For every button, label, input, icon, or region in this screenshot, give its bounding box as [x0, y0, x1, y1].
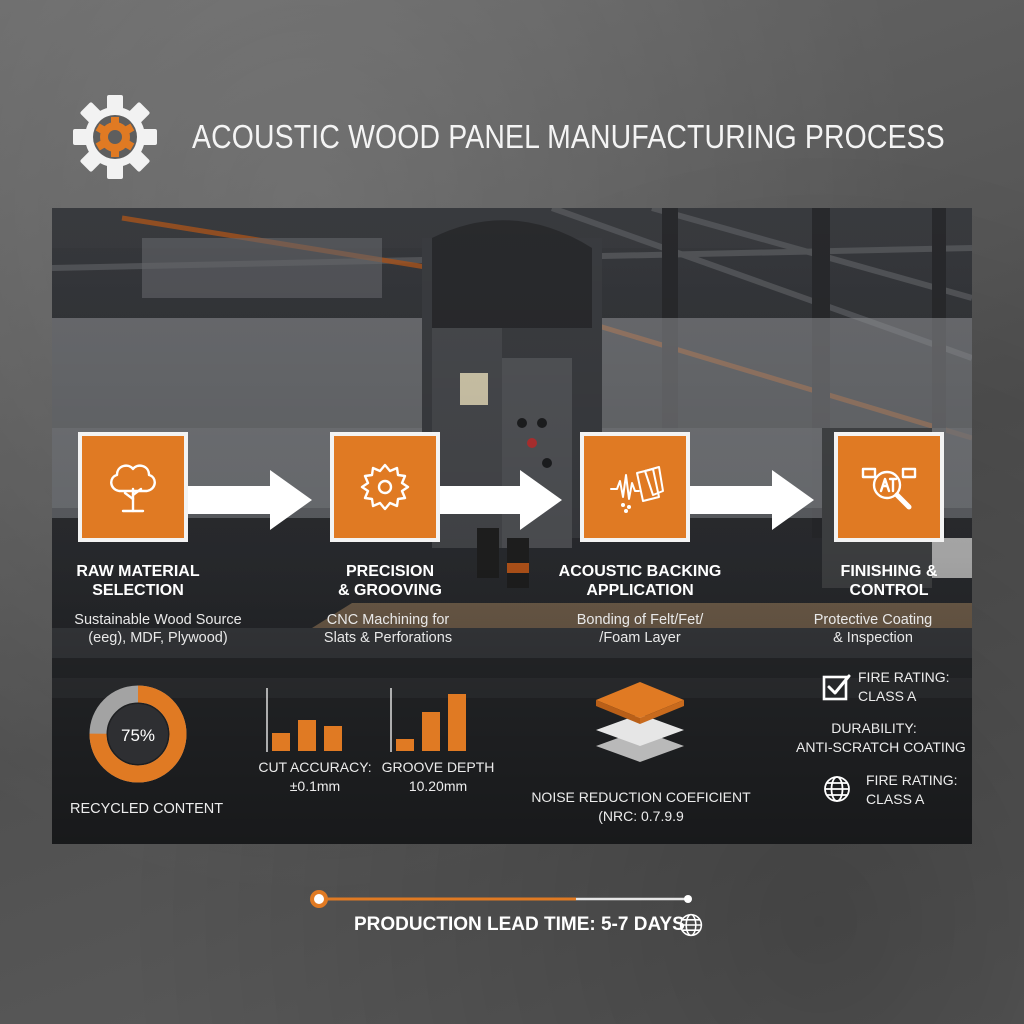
step-acoustic-backing-desc: Bonding of Felt/Fet//Foam Layer: [576, 612, 704, 646]
cut-accuracy-label: CUT ACCURACY:±0.1mm: [258, 759, 372, 794]
step-finishing-title: FINISHING &CONTROL: [840, 563, 938, 599]
header: ACOUSTIC WOOD PANEL MANUFACTURING PROCES…: [72, 94, 1024, 180]
gear-icon: [72, 94, 158, 180]
inspection-magnifier-icon: [861, 467, 917, 510]
page-title: ACOUSTIC WOOD PANEL MANUFACTURING PROCES…: [192, 118, 945, 155]
groove-depth-bar-chart: [390, 688, 466, 752]
step-finishing-box: [834, 432, 944, 542]
globe-icon: [824, 776, 850, 802]
recycled-percent-label: 75%: [121, 726, 155, 745]
checkbox-icon: [822, 674, 851, 701]
fire-rating-label-1: FIRE RATING:CLASS A: [858, 669, 950, 704]
step-precision-title: PRECISION& GROOVING: [337, 563, 442, 599]
cut-accuracy-bar-1: [272, 733, 290, 751]
lead-time-text: PRODUCTION LEAD TIME: 5-7 DAYS: [354, 914, 685, 935]
step-precision-box: [330, 432, 440, 542]
groove-depth-bar-3: [448, 694, 466, 751]
cut-accuracy-bar-2: [298, 720, 316, 751]
process-arrow-3: [690, 470, 814, 530]
step-raw-material-box: [78, 432, 188, 542]
sound-wave-icon: [610, 466, 664, 513]
groove-depth-bar-2: [422, 712, 440, 751]
cut-accuracy-bar-chart: [266, 688, 342, 752]
recycled-donut-arc: [89, 685, 187, 783]
recycled-label: RECYCLED CONTENT: [70, 801, 224, 817]
noise-reduction-label: NOISE REDUCTION COEFICIENT(NRC: 0.7.9.9: [531, 789, 751, 824]
groove-depth-bar-1: [396, 739, 414, 751]
step-raw-material-desc: Sustainable Wood Source(eeg), MDF, Plywo…: [74, 612, 242, 646]
fire-rating-label-2: FIRE RATING:CLASS A: [866, 772, 958, 807]
step-finishing-desc: Protective Coating& Inspection: [813, 612, 933, 646]
acoustic-layers-icon: [596, 682, 684, 762]
factory-background-panel: [52, 208, 972, 844]
saw-blade-icon: [360, 463, 410, 511]
lead-time-timeline: [310, 890, 692, 908]
durability-label: DURABILITY:ANTI-SCRATCH COATING: [796, 720, 966, 755]
cut-accuracy-bar-3: [324, 726, 342, 751]
cnc-machine-illustration: [52, 208, 972, 844]
step-acoustic-backing-box: [580, 432, 690, 542]
globe-icon: [679, 913, 703, 937]
process-arrow-2: [440, 470, 562, 530]
tree-icon: [110, 464, 156, 513]
process-arrow-1: [188, 470, 312, 530]
recycled-donut-chart: 75%: [89, 685, 187, 783]
